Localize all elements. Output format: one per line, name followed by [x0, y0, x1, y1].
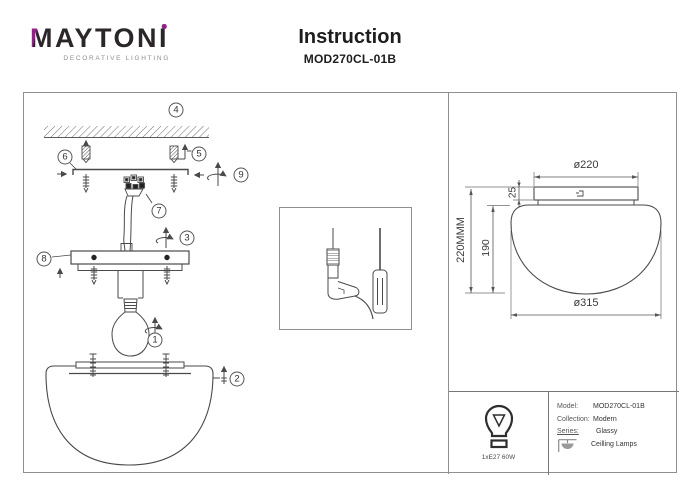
bulb-spec-label: 1xE27 60W	[481, 454, 516, 461]
logo-i-dot	[161, 24, 167, 29]
callout-6: 6	[57, 149, 73, 165]
model-label: Model:	[557, 403, 579, 410]
rotate-arrow-9	[207, 161, 227, 186]
callout-8: 8	[36, 251, 52, 267]
light-bulb	[111, 298, 150, 357]
dimension-arrows	[469, 175, 661, 317]
wall-anchors	[81, 139, 192, 163]
extension-lines	[465, 172, 662, 319]
dim-top-diameter: ø220	[573, 159, 599, 171]
brand-wordmark: MAYTONI	[30, 23, 170, 53]
collection-label: Collection:	[557, 415, 590, 423]
page-title: Instruction	[298, 26, 402, 48]
wire-connector	[123, 174, 153, 204]
drawing-frame: 1 2 3 4 5 6 7 8 9	[23, 92, 679, 475]
callout-9: 9	[233, 167, 249, 183]
callout-3: 3	[179, 230, 195, 246]
callout-4: 4	[168, 102, 184, 118]
bulb-icon	[484, 404, 513, 449]
callout-7: 7	[151, 203, 167, 219]
dim-overall-height: 220MMM	[455, 217, 467, 263]
category-value: Ceilling Lamps	[591, 440, 637, 448]
spec-table: 1xE27 60W Model: MOD270CL-01B Collection…	[449, 391, 679, 475]
canopy-plate	[51, 250, 190, 285]
fixture-outline	[510, 186, 662, 295]
lamp-socket	[117, 270, 144, 299]
supply-wires	[120, 195, 134, 252]
ceiling-hatch	[44, 126, 209, 139]
model-number: MOD270CL-01B	[303, 52, 397, 66]
callout-5: 5	[191, 146, 207, 162]
ceiling-lamp-icon	[558, 438, 577, 452]
dim-plate-height: 25	[507, 186, 519, 198]
screwdriver-icon	[372, 228, 388, 314]
right-panel: ø220 25 220MMM 190 ø315 1xE27 60W	[448, 93, 679, 475]
spec-row-model: Model: MOD270CL-01B	[557, 401, 675, 414]
document-title-block: Instruction MOD270CL-01B	[250, 26, 450, 66]
dimension-lines	[470, 176, 661, 316]
spec-row-category: Ceilling Lamps	[557, 438, 675, 453]
series-value: Glassy	[596, 428, 618, 435]
model-value: MOD270CL-01B	[593, 403, 645, 410]
callout-1: 1	[147, 332, 163, 348]
glass-shade	[45, 353, 214, 466]
maytoni-logo: MAYTONI DECORATIVE LIGHTING	[30, 23, 170, 62]
spec-row-series: Series: Glassy	[557, 426, 675, 439]
spec-row-collection: Collection: Modern	[557, 414, 675, 427]
dim-shade-height: 190	[480, 239, 492, 257]
tools-illustration	[326, 228, 388, 320]
brand-tagline: DECORATIVE LIGHTING	[63, 54, 170, 62]
dim-bottom-diameter: ø315	[573, 297, 599, 309]
assembly-diagram	[44, 126, 228, 466]
drill-icon	[326, 228, 374, 320]
tools-box	[279, 207, 412, 330]
callout-2: 2	[229, 371, 245, 387]
series-label: Series:	[557, 428, 579, 435]
collection-value: Modern	[593, 415, 617, 423]
rotate-arrow-3	[155, 226, 174, 248]
shade-side-screw	[213, 365, 228, 384]
mounting-bracket	[57, 162, 204, 193]
spec-info-cell: Model: MOD270CL-01B Collection: Modern S…	[548, 392, 679, 475]
bulb-cell: 1xE27 60W	[449, 392, 548, 475]
dimension-drawing	[465, 172, 662, 319]
